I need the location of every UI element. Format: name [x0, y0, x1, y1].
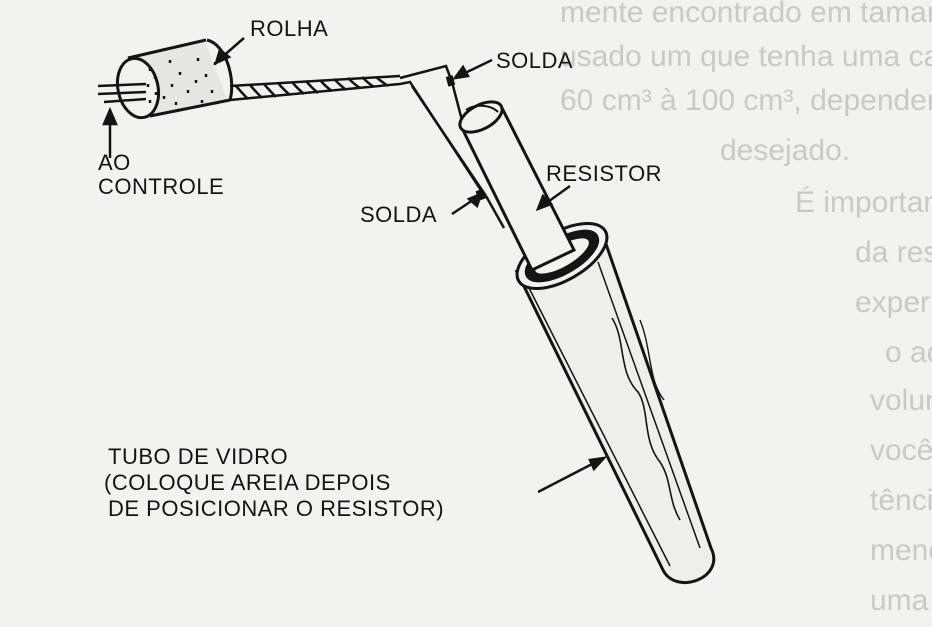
arrow-tubo: [537, 456, 608, 494]
label-controle: CONTROLE: [98, 174, 224, 199]
bleed-line: desejado.: [720, 134, 850, 167]
labels: ROLHA SOLDA RESISTOR SOLDA AO CONTROLE T…: [98, 16, 662, 521]
bleed-line: uma resistência somente de 270 ohms não: [870, 584, 932, 617]
label-ao: AO: [98, 150, 131, 175]
bleed-line: você tem de fazer é reduzir o valor da r…: [870, 434, 932, 467]
bleed-through-text: mente encontrado em tamanhos sendo usado…: [560, 0, 932, 617]
bleed-line: tência, ligando duas ou mais resistência…: [870, 484, 932, 517]
label-tubo-line3: DE POSICIONAR O RESISTOR): [108, 496, 444, 521]
label-rolha: ROLHA: [250, 16, 328, 41]
twisted-wire: [229, 64, 488, 199]
annotation-arrows: [102, 37, 608, 494]
label-solda-top: SOLDA: [496, 48, 573, 73]
arrow-resistor: [535, 184, 571, 212]
bleed-line: usado um que tenha uma capacidade de: [560, 40, 932, 73]
bleed-line: o aquecimento é muito pequeno para o: [885, 336, 932, 369]
label-tubo-line1: TUBO DE VIDRO: [108, 444, 288, 469]
label-tubo-line2: (COLOQUE AREIA DEPOIS: [104, 470, 391, 495]
arrow-solda-mid: [451, 191, 484, 216]
arrow-ao-controle: [102, 106, 118, 158]
bleed-line: menores de 270 ohms num único tubo. Se: [870, 534, 932, 567]
resistor-body: [458, 100, 577, 272]
cork: [115, 38, 234, 120]
label-solda-mid: SOLDA: [360, 202, 437, 227]
arrow-rolha: [213, 37, 245, 66]
bleed-line: experimentalmente. Se você observar que: [855, 286, 932, 319]
bleed-line: da resistência a ser usado pode ser obti…: [855, 236, 932, 269]
bleed-line: É importante observar que o valor exato: [795, 186, 932, 219]
arrow-solda-top: [452, 58, 493, 80]
control-wires: [97, 82, 147, 104]
bleed-line: volume de água de seu aquário, tudo que: [870, 384, 932, 417]
bleed-line: mente encontrado em tamanhos sendo: [560, 0, 932, 29]
label-resistor: RESISTOR: [546, 161, 662, 186]
bleed-line: 60 cm³ à 100 cm³, dependendo do que: [560, 84, 932, 117]
